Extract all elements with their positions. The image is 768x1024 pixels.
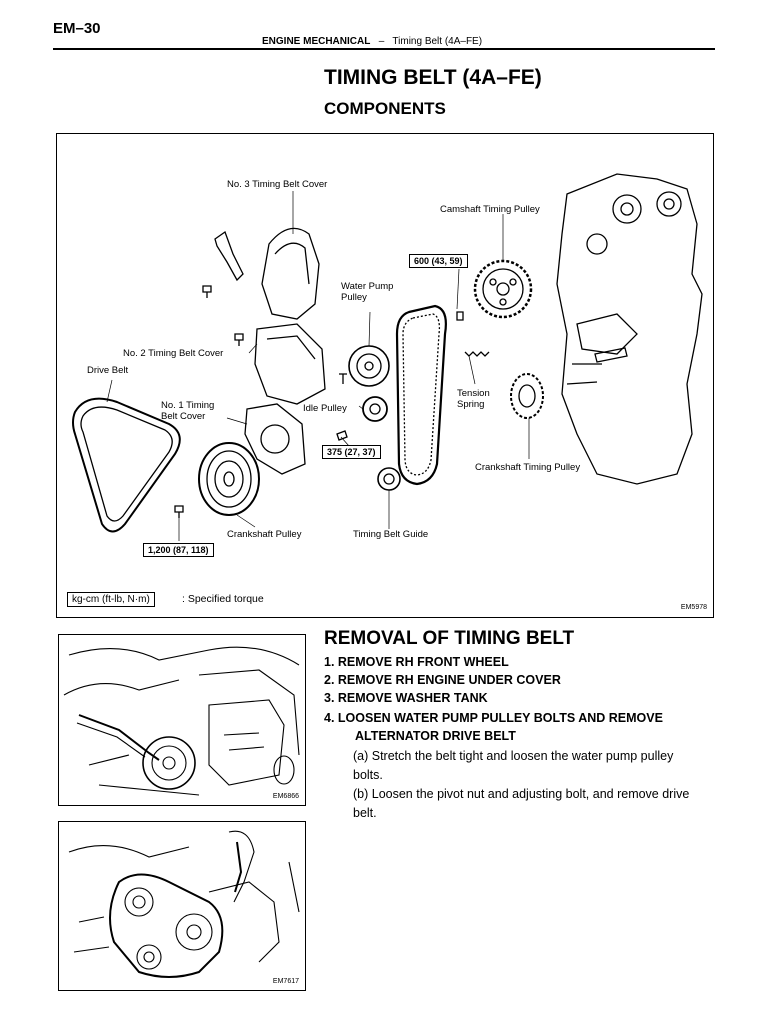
components-diagram: No. 3 Timing Belt Cover Camshaft Timing … (56, 133, 714, 618)
step-4: 4. LOOSEN WATER PUMP PULLEY BOLTS AND RE… (324, 711, 663, 725)
header-rule (53, 48, 715, 50)
label-no2-timing-belt-cover: No. 2 Timing Belt Cover (123, 348, 224, 359)
exploded-view-drawing (72, 173, 703, 541)
label-no3-timing-belt-cover: No. 3 Timing Belt Cover (227, 179, 328, 190)
header-section: ENGINE MECHANICAL (262, 36, 371, 47)
step-1: 1. REMOVE RH FRONT WHEEL (324, 655, 509, 669)
label-idle-pulley: Idle Pulley (303, 403, 347, 414)
page-number: EM–30 (53, 20, 101, 37)
photo2-code: EM7617 (272, 978, 299, 985)
removal-title: REMOVAL OF TIMING BELT (324, 628, 575, 649)
page-title: TIMING BELT (4A–FE) (324, 66, 542, 89)
torque-legend-text: : Specified torque (182, 593, 264, 605)
header-separator: – (378, 36, 385, 47)
label-crankshaft-timing-pulley: Crankshaft Timing Pulley (475, 462, 581, 473)
label-timing-belt-guide: Timing Belt Guide (353, 529, 429, 540)
torque-camshaft-bolt: 600 (43, 59) (409, 254, 468, 268)
photo1-code: EM6866 (272, 793, 299, 800)
running-header: ENGINE MECHANICAL – Timing Belt (4A–FE) (262, 36, 482, 47)
engine-bay-drawing-2 (68, 830, 300, 978)
header-topic: Timing Belt (4A–FE) (392, 36, 483, 47)
label-water-pump-pulley: Water Pump Pulley (341, 281, 394, 303)
torque-legend-unit: kg-cm (ft-lb, N·m) (67, 592, 155, 607)
figure-remove-drive-belt: EM7617 (58, 821, 306, 991)
label-tension-spring: Tension Spring (457, 388, 490, 410)
torque-idle-pulley-bolt: 375 (27, 37) (322, 445, 381, 459)
step-3: 3. REMOVE WASHER TANK (324, 691, 488, 705)
step-4-continued: ALTERNATOR DRIVE BELT (355, 729, 516, 743)
label-crankshaft-pulley: Crankshaft Pulley (227, 529, 302, 540)
engine-bay-drawing-1 (63, 646, 300, 796)
step-2: 2. REMOVE RH ENGINE UNDER COVER (324, 673, 561, 687)
figure-code: EM5978 (680, 604, 707, 611)
label-camshaft-timing-pulley: Camshaft Timing Pulley (440, 204, 540, 215)
label-drive-belt: Drive Belt (87, 365, 129, 376)
sub-step-a: (a) Stretch the belt tight and loosen th… (353, 749, 674, 782)
label-no1-timing-belt-cover: No. 1 Timing Belt Cover (161, 400, 215, 422)
page-subtitle: COMPONENTS (324, 99, 446, 118)
sub-step-b: (b) Loosen the pivot nut and adjusting b… (353, 787, 690, 820)
figure-water-pump-pulley-bolts: EM6866 (58, 634, 306, 806)
torque-crankshaft-bolt: 1,200 (87, 118) (143, 543, 214, 557)
